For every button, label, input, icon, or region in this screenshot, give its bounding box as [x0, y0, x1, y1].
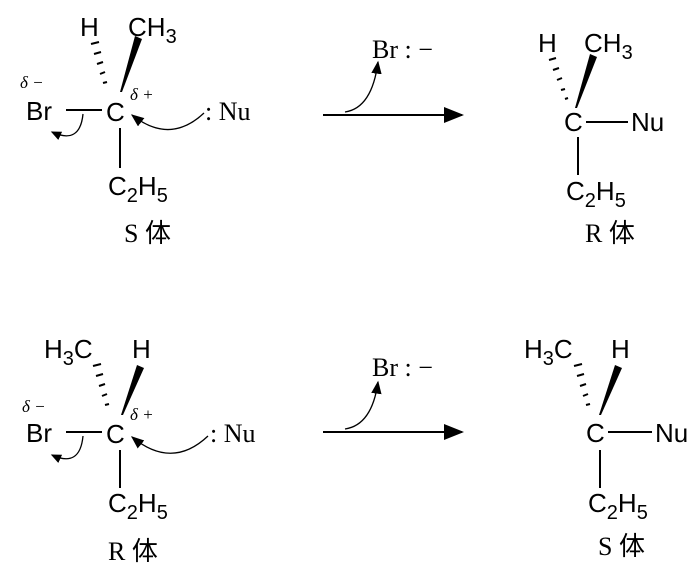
reactant-r: H3C H δ − Br C δ + C2H5 R 体 [22, 334, 209, 566]
byproduct-arrow [344, 380, 382, 430]
atom-h: H [132, 334, 151, 364]
atom-nu: Nu [631, 107, 664, 137]
atom-h: H [611, 334, 630, 364]
byproduct-arrow [344, 60, 382, 113]
wedge-bond [599, 365, 622, 415]
atom-br: Br [26, 96, 52, 126]
atom-c: C [564, 107, 583, 137]
hashed-bond [92, 363, 110, 406]
partial-positive: δ + [130, 85, 154, 104]
atom-c: C [586, 418, 605, 448]
group-ethyl: C2H5 [566, 176, 626, 212]
group-methyl: H3C [44, 334, 93, 370]
group-ethyl: C2H5 [108, 488, 168, 524]
reactant-s: H CH3 δ − Br C δ + C2H5 S 体 [20, 12, 205, 248]
group-methyl: CH3 [128, 12, 177, 48]
leaving-arrow [50, 113, 84, 140]
atom-h: H [538, 28, 557, 58]
attack-arrow [130, 435, 209, 454]
partial-positive: δ + [130, 405, 154, 424]
nucleophile: : Nu [205, 97, 251, 126]
atom-c: C [106, 97, 125, 127]
atom-h: H [80, 12, 99, 42]
hashed-bond [90, 41, 108, 84]
stereo-label: S 体 [598, 532, 645, 561]
wedge-bond [120, 36, 142, 92]
stereo-label: R 体 [585, 219, 635, 248]
byproduct-bromide: Br : − [372, 353, 433, 382]
wedge-bond [575, 54, 597, 108]
reaction-2: H3C H δ − Br C δ + C2H5 R 体 : Nu Br : − … [22, 334, 688, 566]
partial-negative: δ − [22, 397, 46, 416]
product-r: H CH3 C Nu C2H5 R 体 [538, 28, 664, 248]
group-methyl: CH3 [584, 28, 633, 64]
hashed-bond [573, 363, 591, 406]
product-s: H3C H C Nu C2H5 S 体 [524, 334, 688, 561]
atom-br: Br [26, 418, 52, 448]
stereo-label: R 体 [108, 537, 158, 566]
reaction-1: H CH3 δ − Br C δ + C2H5 S 体 : Nu Br : − … [20, 12, 664, 248]
nucleophile: : Nu [210, 419, 256, 448]
byproduct-bromide: Br : − [372, 35, 433, 64]
stereo-label: S 体 [124, 219, 171, 248]
group-methyl: H3C [524, 334, 573, 370]
atom-nu: Nu [655, 418, 688, 448]
wedge-bond [121, 365, 144, 415]
partial-negative: δ − [20, 73, 44, 92]
attack-arrow [130, 112, 205, 131]
atom-c: C [106, 419, 125, 449]
leaving-arrow [50, 435, 84, 463]
hashed-bond [548, 57, 569, 100]
group-ethyl: C2H5 [108, 171, 168, 207]
group-ethyl: C2H5 [588, 488, 648, 524]
